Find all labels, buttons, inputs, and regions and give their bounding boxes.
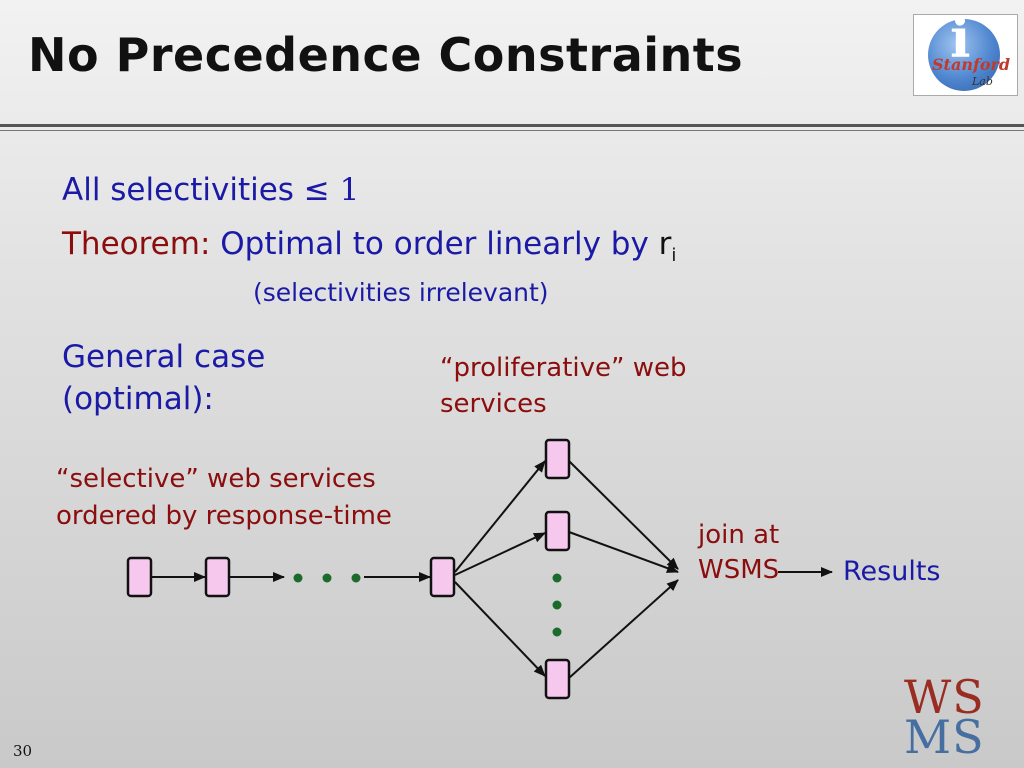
logo-i-letter: i (950, 6, 971, 70)
join-label: join at WSMS (698, 520, 780, 585)
theorem-label: Theorem: (62, 226, 221, 262)
wsms-logo-ms-text: MS (904, 710, 985, 764)
selectivities-text: All selectivities ≤ (62, 172, 340, 208)
selectivities-line: All selectivities ≤ 1 (62, 172, 359, 208)
vertical-ellipsis-dot-2 (552, 600, 562, 610)
theorem-text: Optimal to order linearly by (220, 226, 659, 262)
stanford-infolab-logo: i Stanford Lab (913, 6, 1018, 96)
proliferative-node-2 (544, 510, 571, 552)
page-number: 30 (13, 742, 33, 760)
chain-ellipsis-dot-1 (293, 573, 303, 583)
results-label: Results (843, 556, 941, 587)
fanout-arrow-2 (454, 532, 546, 576)
proliferative-node-1 (544, 438, 571, 480)
selective-node-last (429, 556, 456, 598)
logo-circle (928, 19, 1000, 91)
title-divider-thin (0, 130, 1024, 131)
wsms-logo: MS WS (888, 670, 1016, 764)
proliferative-node-last (544, 658, 571, 700)
logo-lab-text: Lab (972, 75, 993, 88)
selective-label: “selective” web services ordered by resp… (56, 464, 392, 531)
theorem-note: (selectivities irrelevant) (253, 278, 549, 307)
vertical-ellipsis-dot-1 (552, 573, 562, 583)
slide-title: No Precedence Constraints (28, 28, 744, 82)
logo-stanford-text: Stanford (932, 55, 1011, 74)
vertical-ellipsis-dot-3 (552, 627, 562, 637)
title-divider (0, 124, 1024, 127)
selective-node-1 (126, 556, 153, 598)
selectivities-bound: 1 (339, 172, 360, 208)
theorem-subscript: i (671, 245, 677, 267)
proliferative-label: “proliferative” web services (440, 353, 687, 419)
wsms-logo-ws-text: WS (904, 670, 985, 724)
chain-ellipsis-dot-2 (322, 573, 332, 583)
fanout-arrow-1 (454, 460, 546, 573)
fanout-arrow-3 (454, 581, 546, 677)
selective-node-2 (204, 556, 231, 598)
chain-ellipsis-dot-3 (351, 573, 361, 583)
theorem-variable: r (658, 226, 672, 262)
fanin-arrow-2 (568, 531, 679, 573)
general-case-label: General case (optimal): (62, 339, 266, 417)
fanin-arrow-1 (568, 460, 679, 570)
theorem-line: Theorem: Optimal to order linearly by ri (62, 226, 676, 266)
fanin-arrow-3 (568, 579, 679, 679)
